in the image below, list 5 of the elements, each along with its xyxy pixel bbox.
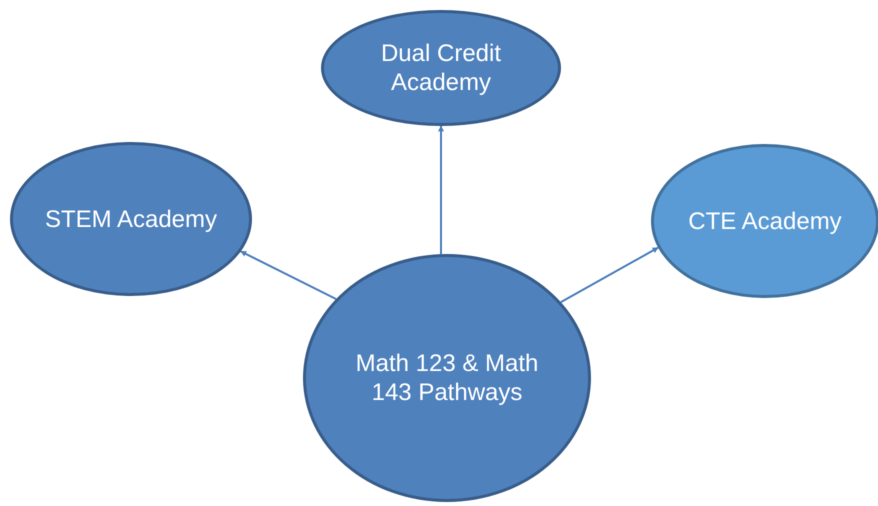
node-label: STEM Academy [44,204,218,234]
node-label: CTE Academy [687,206,843,236]
arrow [438,125,444,254]
node-label: Dual Credit Academy [380,39,502,97]
node-label: Math 123 & Math 143 Pathways [354,349,540,407]
